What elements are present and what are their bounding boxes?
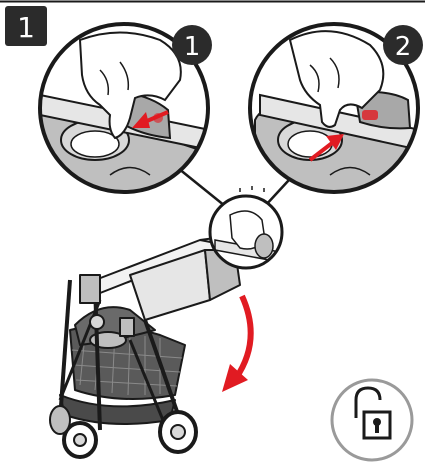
callout-2-number: 2 [395, 32, 412, 62]
motion-ticks [240, 186, 264, 192]
wheel-rear [50, 406, 70, 434]
stroller-illustration [50, 238, 262, 457]
detail-circle [210, 196, 282, 268]
step-number: 1 [17, 11, 35, 44]
unlock-icon [332, 380, 412, 460]
fold-arrow-icon [222, 296, 251, 392]
callout-circle-2: 2 [250, 24, 423, 200]
callout-1-number: 1 [184, 32, 201, 62]
step-badge: 1 [5, 6, 47, 46]
wheel-front-right [160, 412, 196, 452]
